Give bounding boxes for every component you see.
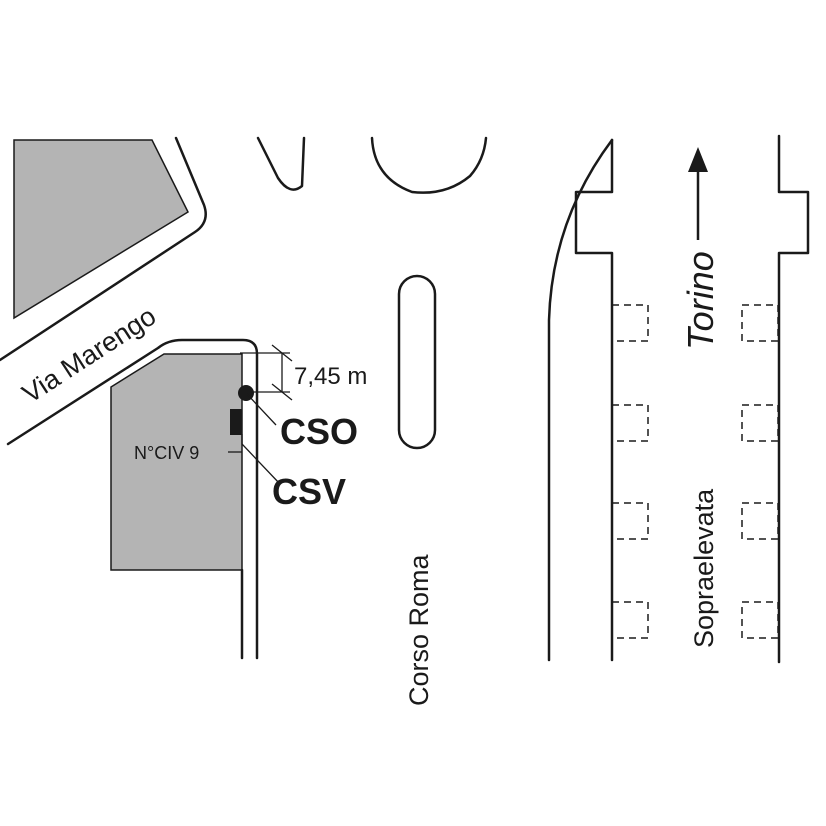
- pillar: [611, 404, 649, 442]
- median-island: [397, 274, 437, 450]
- pillar: [611, 502, 649, 540]
- cso-label: CSO: [280, 411, 358, 452]
- pillar: [741, 404, 779, 442]
- traffic-island-left: [256, 136, 306, 191]
- sopraelevata-right-pier: [777, 134, 810, 664]
- cso-leader: [245, 392, 277, 426]
- pillar: [741, 502, 779, 540]
- csv-label: CSV: [272, 471, 346, 512]
- pillar: [611, 304, 649, 342]
- measurement-label: 7,45 m: [294, 363, 367, 390]
- csv-marker: [230, 409, 242, 435]
- sopraelevata-left-pier: [574, 138, 614, 662]
- traffic-island-right: [370, 136, 488, 194]
- building-curb: [6, 338, 259, 660]
- sopraelevata-label: Sopraelevata: [689, 488, 719, 648]
- building-block: [110, 353, 243, 571]
- arrow-up-icon: [688, 147, 708, 240]
- pillar: [741, 304, 779, 342]
- pillar: [611, 601, 649, 639]
- pillar: [741, 601, 779, 639]
- sopraelevata-left-edge: [547, 138, 614, 662]
- city-block-top-left: [13, 139, 189, 320]
- via-marengo-curb: [0, 136, 207, 362]
- corso-roma-label: Corso Roma: [404, 553, 434, 706]
- civic-number-label: N°CIV 9: [134, 443, 199, 463]
- csv-leader: [241, 434, 281, 485]
- torino-label: Torino: [680, 251, 721, 350]
